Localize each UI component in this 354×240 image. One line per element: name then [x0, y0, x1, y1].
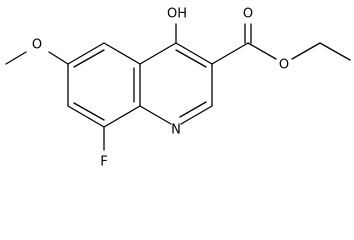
bond-c5-c4a	[103, 42, 141, 65]
bond-c4-c3	[175, 42, 213, 65]
chemical-structure-diagram: O OH O O N F	[5, 7, 351, 170]
bond-o-ethyl-ch2	[291, 42, 321, 60]
bond-c2-n1-inner	[179, 101, 207, 118]
atom-label-fluorine: F	[100, 155, 107, 170]
atom-labels: O OH O O N F	[32, 7, 289, 170]
bonds	[5, 23, 351, 151]
bond-o-c6	[48, 51, 69, 65]
bond-c8a-c8	[103, 105, 141, 128]
atom-label-methoxy-o: O	[32, 38, 42, 53]
bond-c6-c5-inner	[73, 49, 105, 68]
atom-label-carbonyl-o: O	[243, 7, 253, 22]
bond-c2-n1	[180, 105, 213, 125]
bond-ethyl-ch2-ch3	[319, 42, 351, 61]
atom-label-ester-o: O	[279, 58, 289, 73]
bond-methyl-o	[5, 51, 27, 65]
atom-label-hydroxyl: OH	[167, 7, 187, 22]
bond-c6-c5	[67, 42, 105, 65]
bond-c4a-c4	[139, 42, 177, 65]
bond-c8-c7-inner	[73, 102, 105, 121]
bond-c8-c7	[67, 105, 105, 128]
bond-c3-carbonyl	[211, 42, 249, 65]
bond-c4-c3-inner	[175, 49, 207, 68]
atom-label-ring-n: N	[171, 123, 181, 138]
bond-carbonyl-o-ether	[247, 42, 277, 60]
bond-n1-c8a	[139, 105, 172, 125]
